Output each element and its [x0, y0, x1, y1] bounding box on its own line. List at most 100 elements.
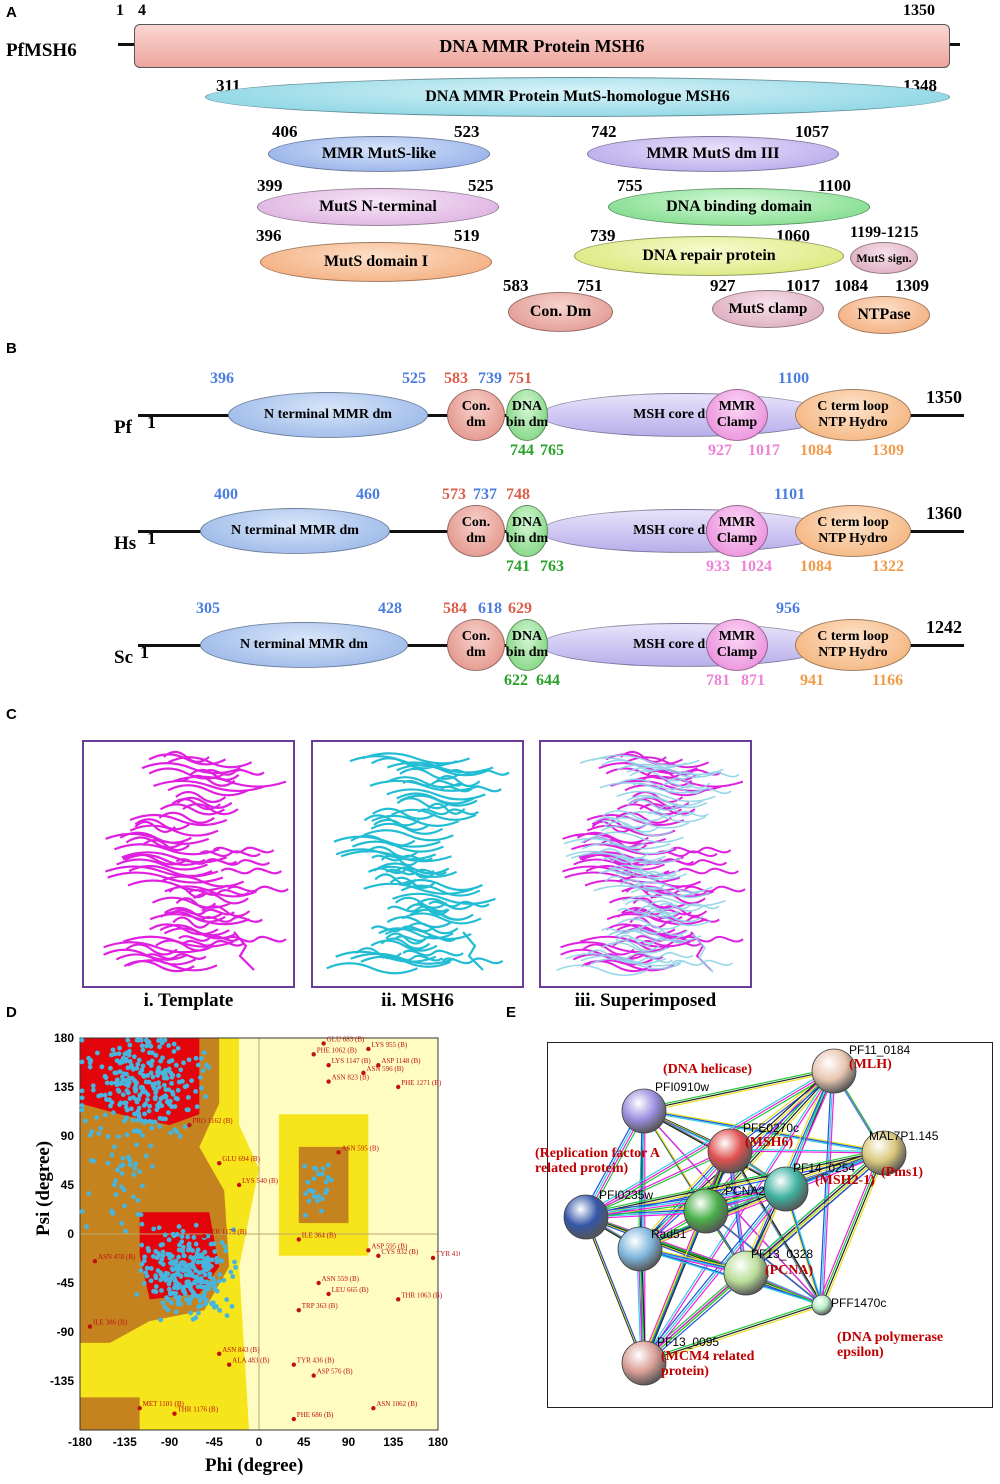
- rama-point: [230, 1274, 236, 1279]
- ribbon-helix: [615, 870, 677, 878]
- network-edge: [821, 1152, 885, 1306]
- rama-point: [192, 1280, 198, 1286]
- network-node[interactable]: [621, 1340, 667, 1386]
- network-edge: [643, 1272, 747, 1364]
- protein-name: PfMSH6: [6, 40, 77, 61]
- rama-ytick: -135: [50, 1374, 74, 1388]
- rama-point: [149, 1050, 155, 1056]
- network-node[interactable]: [683, 1188, 729, 1234]
- network-edge: [586, 1217, 646, 1365]
- rama-point: [179, 1239, 185, 1245]
- domain-condm: Con. Dm: [508, 292, 613, 332]
- network-node[interactable]: [563, 1194, 609, 1240]
- network-node[interactable]: [861, 1130, 907, 1176]
- rama-point: [105, 1160, 111, 1166]
- rama-point: [196, 1293, 202, 1299]
- rama-point: [311, 1194, 317, 1199]
- ribbon-helix: [640, 940, 702, 947]
- position-cterm-start: 1084: [800, 558, 832, 575]
- domain-mutssign-range: 1199-1215: [850, 224, 919, 241]
- rama-point: [186, 1267, 191, 1273]
- rama-point: [212, 1286, 218, 1292]
- rama-point: [94, 1115, 100, 1120]
- network-node[interactable]: [617, 1226, 663, 1272]
- network-node[interactable]: [707, 1128, 753, 1174]
- rama-point: [150, 1074, 156, 1080]
- rama-point: [116, 1088, 122, 1094]
- network-node[interactable]: [621, 1088, 667, 1134]
- rama-point: [105, 1134, 111, 1139]
- rama-point: [169, 1081, 175, 1086]
- network-node[interactable]: [763, 1166, 809, 1212]
- rama-point: [178, 1301, 184, 1307]
- network-node[interactable]: [811, 1294, 833, 1316]
- rama-point: [303, 1191, 308, 1196]
- rama-point: [148, 1266, 154, 1271]
- rama-residue-label: ALA 483 (B): [232, 1357, 270, 1365]
- rama-point: [203, 1279, 209, 1285]
- network-edge: [582, 1149, 881, 1215]
- network-edge: [642, 1187, 786, 1363]
- rama-point: [109, 1208, 115, 1214]
- rama-point: [142, 1118, 148, 1124]
- rama-point: [136, 1057, 142, 1063]
- domain-mmr-mutslike-end: 523: [454, 122, 480, 141]
- network-node-annotation: (DNA polymerase epsilon): [837, 1330, 944, 1360]
- rama-point: [142, 1254, 148, 1260]
- domain-con-label: Con.dm: [461, 629, 491, 660]
- structure-template-frame: [82, 740, 295, 988]
- rama-point: [104, 1080, 110, 1086]
- domain-ntpase-start: 1084: [834, 276, 868, 295]
- rama-residue-label: ASN 843 (B): [222, 1346, 260, 1354]
- start-number-4: 4: [138, 2, 146, 19]
- rama-point: [319, 1208, 324, 1214]
- rama-ytick: 0: [67, 1227, 74, 1241]
- rama-xtick: 0: [256, 1435, 263, 1449]
- network-node[interactable]: [723, 1250, 769, 1296]
- network-edge: [818, 1149, 882, 1303]
- rama-point: [116, 1134, 122, 1140]
- rama-point: [219, 1240, 225, 1245]
- rama-point: [210, 1300, 216, 1306]
- rama-ytick: -45: [57, 1276, 75, 1290]
- rama-point: [119, 1220, 125, 1226]
- rama-point: [124, 1107, 130, 1113]
- rama-point: [193, 1315, 199, 1321]
- network-node-annotation: (MCM4 related protein): [661, 1349, 755, 1379]
- rama-point: [165, 1307, 171, 1313]
- position-nterm-start: 396: [210, 370, 234, 387]
- rama-point: [110, 1110, 116, 1116]
- rama-point: [166, 1043, 172, 1048]
- rama-point: [176, 1073, 181, 1078]
- domain-condm-label: Con. Dm: [529, 303, 592, 320]
- rama-point: [200, 1068, 206, 1073]
- rama-point: [196, 1254, 202, 1260]
- ribbon-helix: [402, 779, 464, 787]
- network-node[interactable]: [811, 1048, 857, 1094]
- rama-point: [198, 1280, 204, 1285]
- domain-mutsclamp: MutS clamp: [712, 290, 824, 328]
- rama-point: [182, 1124, 188, 1130]
- rama-residue-label: TYR 416 (B): [436, 1250, 460, 1258]
- rama-point: [198, 1075, 203, 1080]
- rama-point: [305, 1179, 311, 1185]
- rama-point: [137, 1092, 143, 1098]
- rama-residue-label: ASN 1062 (B): [376, 1400, 418, 1408]
- rama-point: [120, 1092, 126, 1098]
- rama-point: [125, 1037, 131, 1043]
- ribbon-tail: [233, 931, 255, 971]
- rama-outlier-point: [187, 1122, 192, 1128]
- rama-residue-label: ASN 823 (B): [332, 1074, 370, 1082]
- rama-point: [140, 1133, 145, 1138]
- position-con-end: 748: [506, 486, 530, 503]
- rama-point: [147, 1118, 153, 1124]
- domain-dnabinding: DNA binding domain: [608, 188, 870, 226]
- rama-point: [140, 1183, 145, 1189]
- rama-point: [154, 1255, 160, 1261]
- rama-point: [87, 1064, 93, 1070]
- network-edge: [584, 1186, 785, 1216]
- rama-point: [223, 1248, 229, 1254]
- rama-point: [173, 1309, 179, 1315]
- network-edge: [642, 1270, 745, 1362]
- panel-label-b: B: [6, 340, 17, 357]
